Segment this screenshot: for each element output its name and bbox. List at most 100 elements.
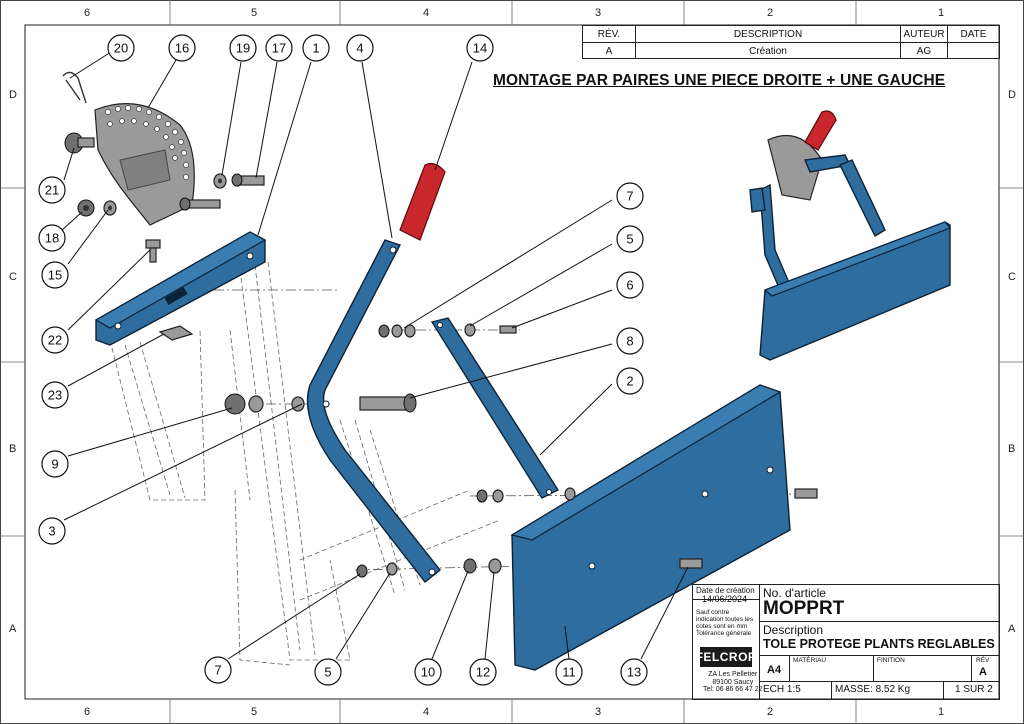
zone-col-6-top: 6 <box>84 7 90 19</box>
address-line-2: 89100 Saucy <box>712 678 754 686</box>
material-label: MATÉRIAU <box>793 657 827 664</box>
bolt-fixing <box>179 197 221 211</box>
balloon-15: 15 <box>41 261 69 289</box>
zone-row-D-right: D <box>1008 89 1016 101</box>
zone-col-3-top: 3 <box>595 7 601 19</box>
balloon-20: 20 <box>107 34 135 62</box>
balloon-5-lower-label: 5 <box>324 665 331 680</box>
article-label: No. d'article <box>763 586 826 600</box>
washer-19 <box>213 173 227 189</box>
balloon-11: 11 <box>555 658 583 686</box>
balloon-3: 3 <box>38 517 66 545</box>
balloon-7-lower-label: 7 <box>214 663 221 678</box>
mass: MASSE: 8.52 Kg <box>835 684 911 695</box>
rev-cell-rev: A <box>583 43 636 59</box>
revision-header-row: RÉV. DESCRIPTION AUTEUR DATE <box>583 26 999 42</box>
square-nut-23 <box>158 325 194 341</box>
balloon-16-label: 16 <box>175 41 189 56</box>
balloon-21: 21 <box>38 176 66 204</box>
balloon-11-label: 11 <box>562 665 576 680</box>
balloon-19-label: 19 <box>236 41 250 56</box>
zone-col-2-top: 2 <box>767 7 773 19</box>
zone-col-5-bottom: 5 <box>251 706 257 718</box>
paper-format: A4 <box>767 664 782 676</box>
support-rail-1 <box>94 231 267 346</box>
tolerance-note: Sauf contre indication toutes les cotes … <box>696 609 753 637</box>
link-bar-2 <box>430 317 560 499</box>
rev-cell-author: AG <box>901 43 948 59</box>
balloon-9: 9 <box>41 450 69 478</box>
balloon-23-label: 23 <box>48 388 62 403</box>
zone-col-4-bottom: 4 <box>423 706 429 718</box>
balloon-4-label: 4 <box>356 41 363 56</box>
tolerance-line-2: indication toutes les <box>696 616 754 623</box>
tolerance-line-3: cotes sont en mm <box>696 623 748 630</box>
title-block: Date de création 14/06/2024 Sauf contre … <box>692 584 1000 700</box>
balloon-13-label: 13 <box>627 665 641 680</box>
balloon-8: 8 <box>616 327 644 355</box>
balloon-18-label: 18 <box>45 231 59 246</box>
zone-col-4-top: 4 <box>423 7 429 19</box>
company-address: ZA Les Pelletier 89100 Saucy Tel: 06 86 … <box>703 671 763 694</box>
balloon-14: 14 <box>466 34 494 62</box>
zone-col-6-bottom: 6 <box>84 706 90 718</box>
rev-cell-description: Création <box>636 43 901 59</box>
balloon-8-label: 8 <box>626 334 633 349</box>
balloon-2: 2 <box>616 367 644 395</box>
balloon-14-label: 14 <box>473 41 487 56</box>
leader-lines <box>61 51 689 660</box>
balloon-12: 12 <box>469 658 497 686</box>
balloon-16: 16 <box>168 34 196 62</box>
balloon-9-label: 9 <box>51 457 58 472</box>
finish-label: FINITION <box>877 657 905 664</box>
balloon-22-label: 22 <box>48 333 62 348</box>
zone-row-C-left: C <box>9 271 17 283</box>
balloon-7-lower: 7 <box>204 656 232 684</box>
company-logo: FELCROP <box>696 647 756 667</box>
creation-date: 14/06/2024 <box>702 594 748 604</box>
revision-table: RÉV. DESCRIPTION AUTEUR DATE A Création … <box>582 25 1000 59</box>
zone-row-A-left: A <box>9 623 17 635</box>
rev-header-description: DESCRIPTION <box>636 26 901 42</box>
address-line-1: ZA Les Pelletier <box>708 671 758 678</box>
adjustment-plate-16 <box>94 103 195 226</box>
bent-arm-4 <box>306 239 441 583</box>
balloon-7-upper-label: 7 <box>626 189 633 204</box>
creation-date-label: Date de création <box>696 586 755 595</box>
balloon-4: 4 <box>346 34 374 62</box>
zone-col-2-bottom: 2 <box>767 706 773 718</box>
zone-row-B-left: B <box>9 443 16 455</box>
balloon-20-label: 20 <box>114 41 128 56</box>
balloon-5-upper-label: 5 <box>626 232 633 247</box>
address-line-3: Tel: 06 86 66 47 22 <box>703 686 763 693</box>
balloon-17-label: 17 <box>272 41 286 56</box>
zone-col-3-bottom: 3 <box>595 706 601 718</box>
screw-22 <box>145 239 161 263</box>
zone-row-B-right: B <box>1008 443 1015 455</box>
balloon-6-label: 6 <box>626 278 633 293</box>
hardware-set <box>224 323 818 578</box>
rev-header-date: DATE <box>960 28 987 40</box>
balloon-23: 23 <box>41 381 69 409</box>
bolt-17 <box>231 173 265 187</box>
index-pin-21 <box>64 132 95 154</box>
zone-col-1-bottom: 1 <box>938 706 944 718</box>
balloon-2-label: 2 <box>626 374 633 389</box>
balloon-17: 17 <box>265 34 293 62</box>
description-value: TOLE PROTEGE PLANTS REGLABLES <box>763 637 995 651</box>
tolerance-line-1: Sauf contre <box>696 609 730 616</box>
article-number: MOPPRT <box>763 598 845 619</box>
zone-row-D-left: D <box>9 89 17 101</box>
balloon-12-label: 12 <box>476 665 490 680</box>
balloon-3-label: 3 <box>48 524 55 539</box>
rev-cell-date <box>948 43 999 59</box>
revision-value: A <box>979 666 987 678</box>
zone-col-1-top: 1 <box>938 7 944 19</box>
rev-header-author: AUTEUR <box>901 26 948 42</box>
assembly-note: MONTAGE PAR PAIRES UNE PIECE DROITE + UN… <box>493 72 946 89</box>
protection-plate-11 <box>510 384 791 671</box>
balloon-10-label: 10 <box>421 665 435 680</box>
